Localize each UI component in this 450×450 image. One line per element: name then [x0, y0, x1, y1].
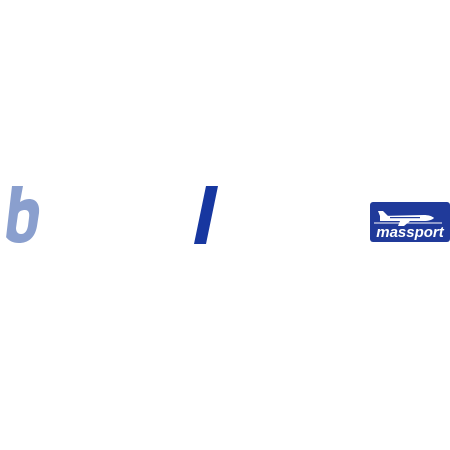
massport-logo: massport: [370, 202, 450, 242]
cropped-slash-mark: [194, 186, 220, 244]
cropped-letter-b: [6, 186, 40, 244]
airplane-icon: [374, 211, 442, 226]
slash-icon: [194, 186, 218, 244]
letter-b-icon: [6, 186, 40, 243]
massport-wordmark: massport: [376, 224, 445, 241]
massport-logo-mark: massport: [370, 202, 450, 242]
